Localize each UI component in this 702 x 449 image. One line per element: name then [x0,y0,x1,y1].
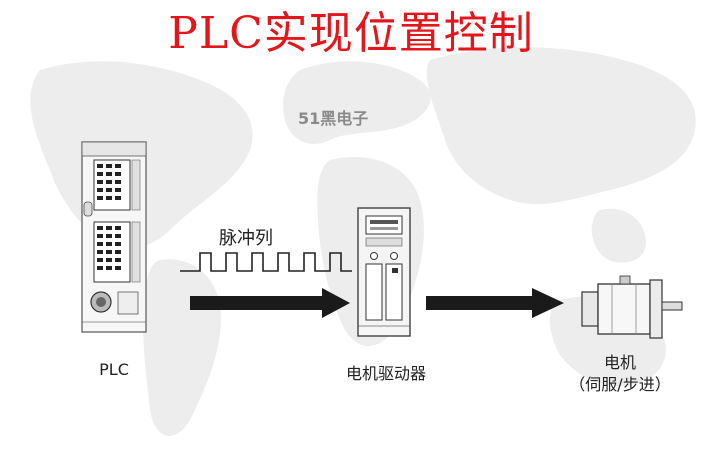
page-title: PLC实现位置控制 [168,8,534,59]
watermark-text: 51黑电子 [298,109,369,128]
servo-motor-icon [581,275,683,339]
pulse-train-label: 脉冲列 [219,228,273,249]
motor-label: 电机 [603,353,636,372]
right-arrow-icon [190,288,350,318]
right-arrow-icon [426,288,564,318]
plc-controller-icon [81,141,147,333]
motor-type-label: （伺服/步进） [569,375,671,394]
motor-driver-icon [357,207,411,337]
motor-label-group: 电机 （伺服/步进） [560,352,680,396]
driver-label: 电机驱动器 [345,364,426,383]
plc-label: PLC [99,360,129,379]
pulse-train-waveform [180,252,352,272]
